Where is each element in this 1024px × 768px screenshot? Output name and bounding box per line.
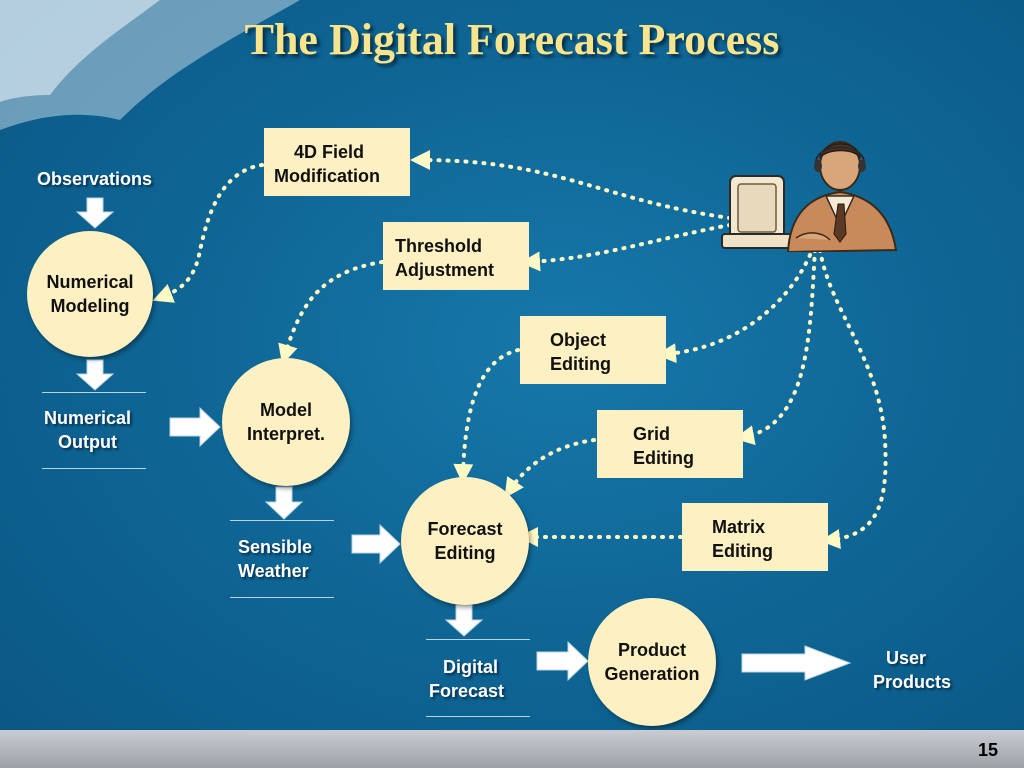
matrix-editing-line-2: Editing xyxy=(712,541,773,561)
footer-bar xyxy=(0,730,1024,768)
object-editing-line-2: Editing xyxy=(550,354,611,374)
field-modification-line-1: 4D Field xyxy=(294,142,365,162)
grid-editing-line-1: Grid xyxy=(633,424,671,444)
forecast-editing-line-2: Editing xyxy=(434,543,496,563)
connector-forecaster-to-field xyxy=(410,150,732,220)
connector-threshold-to-interpret xyxy=(278,260,384,365)
grid-editing-box: Grid Editing xyxy=(597,410,743,478)
forecast-editing-line-1: Forecast xyxy=(427,519,503,539)
arrow-product-right xyxy=(741,645,852,681)
digital-forecast-line-1: Digital xyxy=(443,657,499,677)
arrow-digital-right xyxy=(536,640,589,682)
divider xyxy=(230,597,334,598)
model-interpret-line-1: Model xyxy=(260,400,312,420)
sensible-weather-line-1: Sensible xyxy=(238,537,313,557)
numerical-modeling-node: Numerical Modeling xyxy=(27,231,153,357)
connector-forecaster-to-object xyxy=(656,253,812,364)
field-modification-box: 4D Field Modification xyxy=(264,128,410,196)
threshold-adjustment-box: Threshold Adjustment xyxy=(383,222,529,290)
observations-label: Observations xyxy=(37,169,153,189)
object-editing-box: Object Editing xyxy=(520,316,666,384)
forecast-editing-node: Forecast Editing xyxy=(401,477,529,605)
arrow-interpret-down xyxy=(264,486,304,520)
numerical-modeling-line-2: Modeling xyxy=(50,296,130,316)
product-generation-line-1: Product xyxy=(617,640,686,660)
product-generation-line-2: Generation xyxy=(604,664,700,684)
user-products-line-1: User xyxy=(886,648,927,668)
object-editing-line-1: Object xyxy=(550,330,607,350)
divider xyxy=(42,392,146,393)
connector-grid-to-forecast xyxy=(504,438,596,499)
divider xyxy=(42,468,146,469)
page-number: 15 xyxy=(977,740,998,760)
model-interpret-line-2: Interpret. xyxy=(246,424,325,444)
threshold-adjustment-line-2: Adjustment xyxy=(395,260,494,280)
arrow-observations-down xyxy=(75,197,115,229)
arrow-forecast-down xyxy=(444,604,484,637)
threshold-adjustment-line-1: Threshold xyxy=(395,236,483,256)
numerical-output-line-2: Output xyxy=(58,432,117,452)
connector-field-to-modeling xyxy=(152,163,264,303)
digital-forecast-line-2: Forecast xyxy=(429,681,505,701)
connector-forecaster-to-grid xyxy=(734,248,817,446)
connector-forecaster-to-matrix xyxy=(818,248,888,549)
divider xyxy=(230,520,334,521)
arrow-output-right xyxy=(169,406,221,448)
forecaster-at-computer-icon xyxy=(721,141,898,252)
arrow-sensible-right xyxy=(351,523,401,565)
connector-forecaster-to-threshold xyxy=(520,223,732,272)
numerical-output-line-1: Numerical xyxy=(44,408,132,428)
numerical-modeling-line-1: Numerical xyxy=(46,272,134,292)
field-modification-line-2: Modification xyxy=(274,166,380,186)
page-title: The Digital Forecast Process xyxy=(244,15,780,64)
connector-object-to-forecast xyxy=(453,348,520,484)
matrix-editing-box: Matrix Editing xyxy=(682,503,828,571)
product-generation-node: Product Generation xyxy=(588,598,716,726)
decorative-swoosh-inner xyxy=(0,0,160,102)
model-interpret-node: Model Interpret. xyxy=(222,358,350,486)
sensible-weather-line-2: Weather xyxy=(238,561,309,581)
user-products-line-2: Products xyxy=(873,672,952,692)
grid-editing-line-2: Editing xyxy=(633,448,694,468)
matrix-editing-line-1: Matrix xyxy=(712,517,766,537)
arrow-modeling-down xyxy=(75,359,115,391)
divider xyxy=(426,716,530,717)
divider xyxy=(426,639,530,640)
